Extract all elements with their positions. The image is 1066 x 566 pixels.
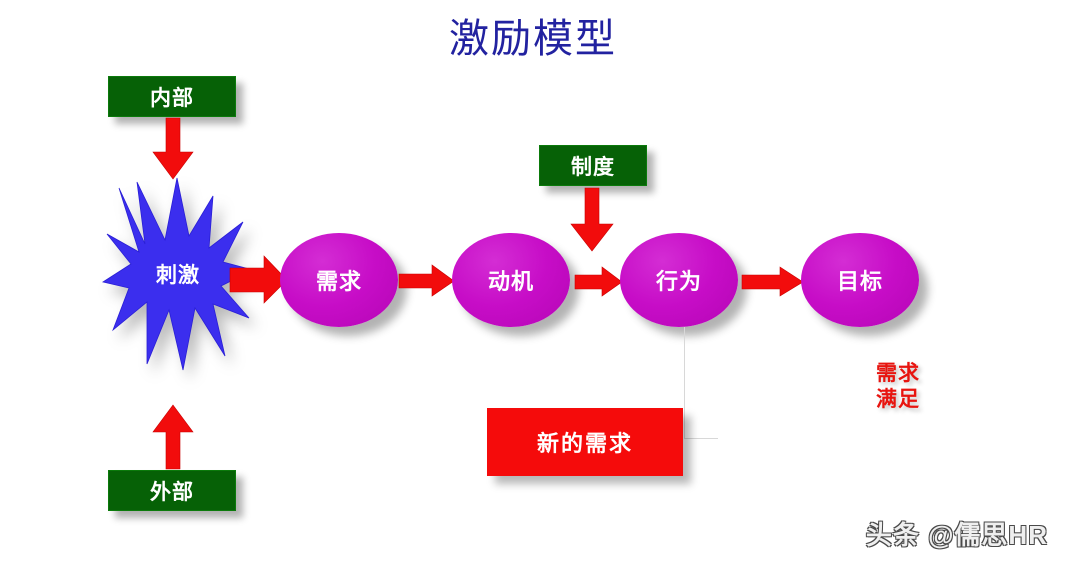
flow-node-goal-label: 目标 (836, 269, 883, 294)
arrow-demand-to-motivation-icon (398, 264, 455, 297)
arrow-motivation-to-behavior-icon (574, 266, 623, 297)
flow-node-behavior-label: 行为 (655, 269, 702, 294)
annotation-demand-satisfied-line2: 满足 (876, 388, 920, 411)
arrow-behavior-to-goal-icon (741, 266, 804, 297)
input-box-system[interactable]: 制度 (539, 145, 647, 186)
arrow-external-to-stimulus-icon (152, 404, 194, 470)
arrow-system-to-behavior-icon (570, 187, 614, 252)
feedback-connector-vertical (684, 327, 685, 439)
flow-node-goal[interactable]: 目标 (801, 233, 919, 327)
feedback-connector-horizontal (684, 438, 718, 439)
arrow-stimulus-to-demand-icon (229, 255, 288, 304)
flow-node-behavior[interactable]: 行为 (620, 233, 738, 327)
input-box-external-label: 外部 (150, 480, 194, 504)
page-title: 激励模型 (449, 16, 617, 62)
feedback-box-new-demand[interactable]: 新的需求 (487, 408, 683, 476)
annotation-demand-satisfied: 需求 满足 (876, 361, 920, 413)
flow-node-motivation[interactable]: 动机 (452, 233, 570, 327)
annotation-demand-satisfied-line1: 需求 (876, 362, 920, 385)
watermark: 头条 @儒思HR (865, 520, 1048, 550)
input-box-internal-label: 内部 (150, 86, 194, 110)
input-box-internal[interactable]: 内部 (108, 76, 236, 117)
flow-node-demand[interactable]: 需求 (280, 233, 398, 327)
input-box-external[interactable]: 外部 (108, 470, 236, 511)
flow-node-demand-label: 需求 (315, 269, 362, 294)
arrow-internal-to-stimulus-icon (152, 117, 194, 180)
input-box-system-label: 制度 (571, 155, 615, 179)
flow-node-motivation-label: 动机 (487, 269, 534, 294)
feedback-box-new-demand-label: 新的需求 (536, 431, 633, 456)
